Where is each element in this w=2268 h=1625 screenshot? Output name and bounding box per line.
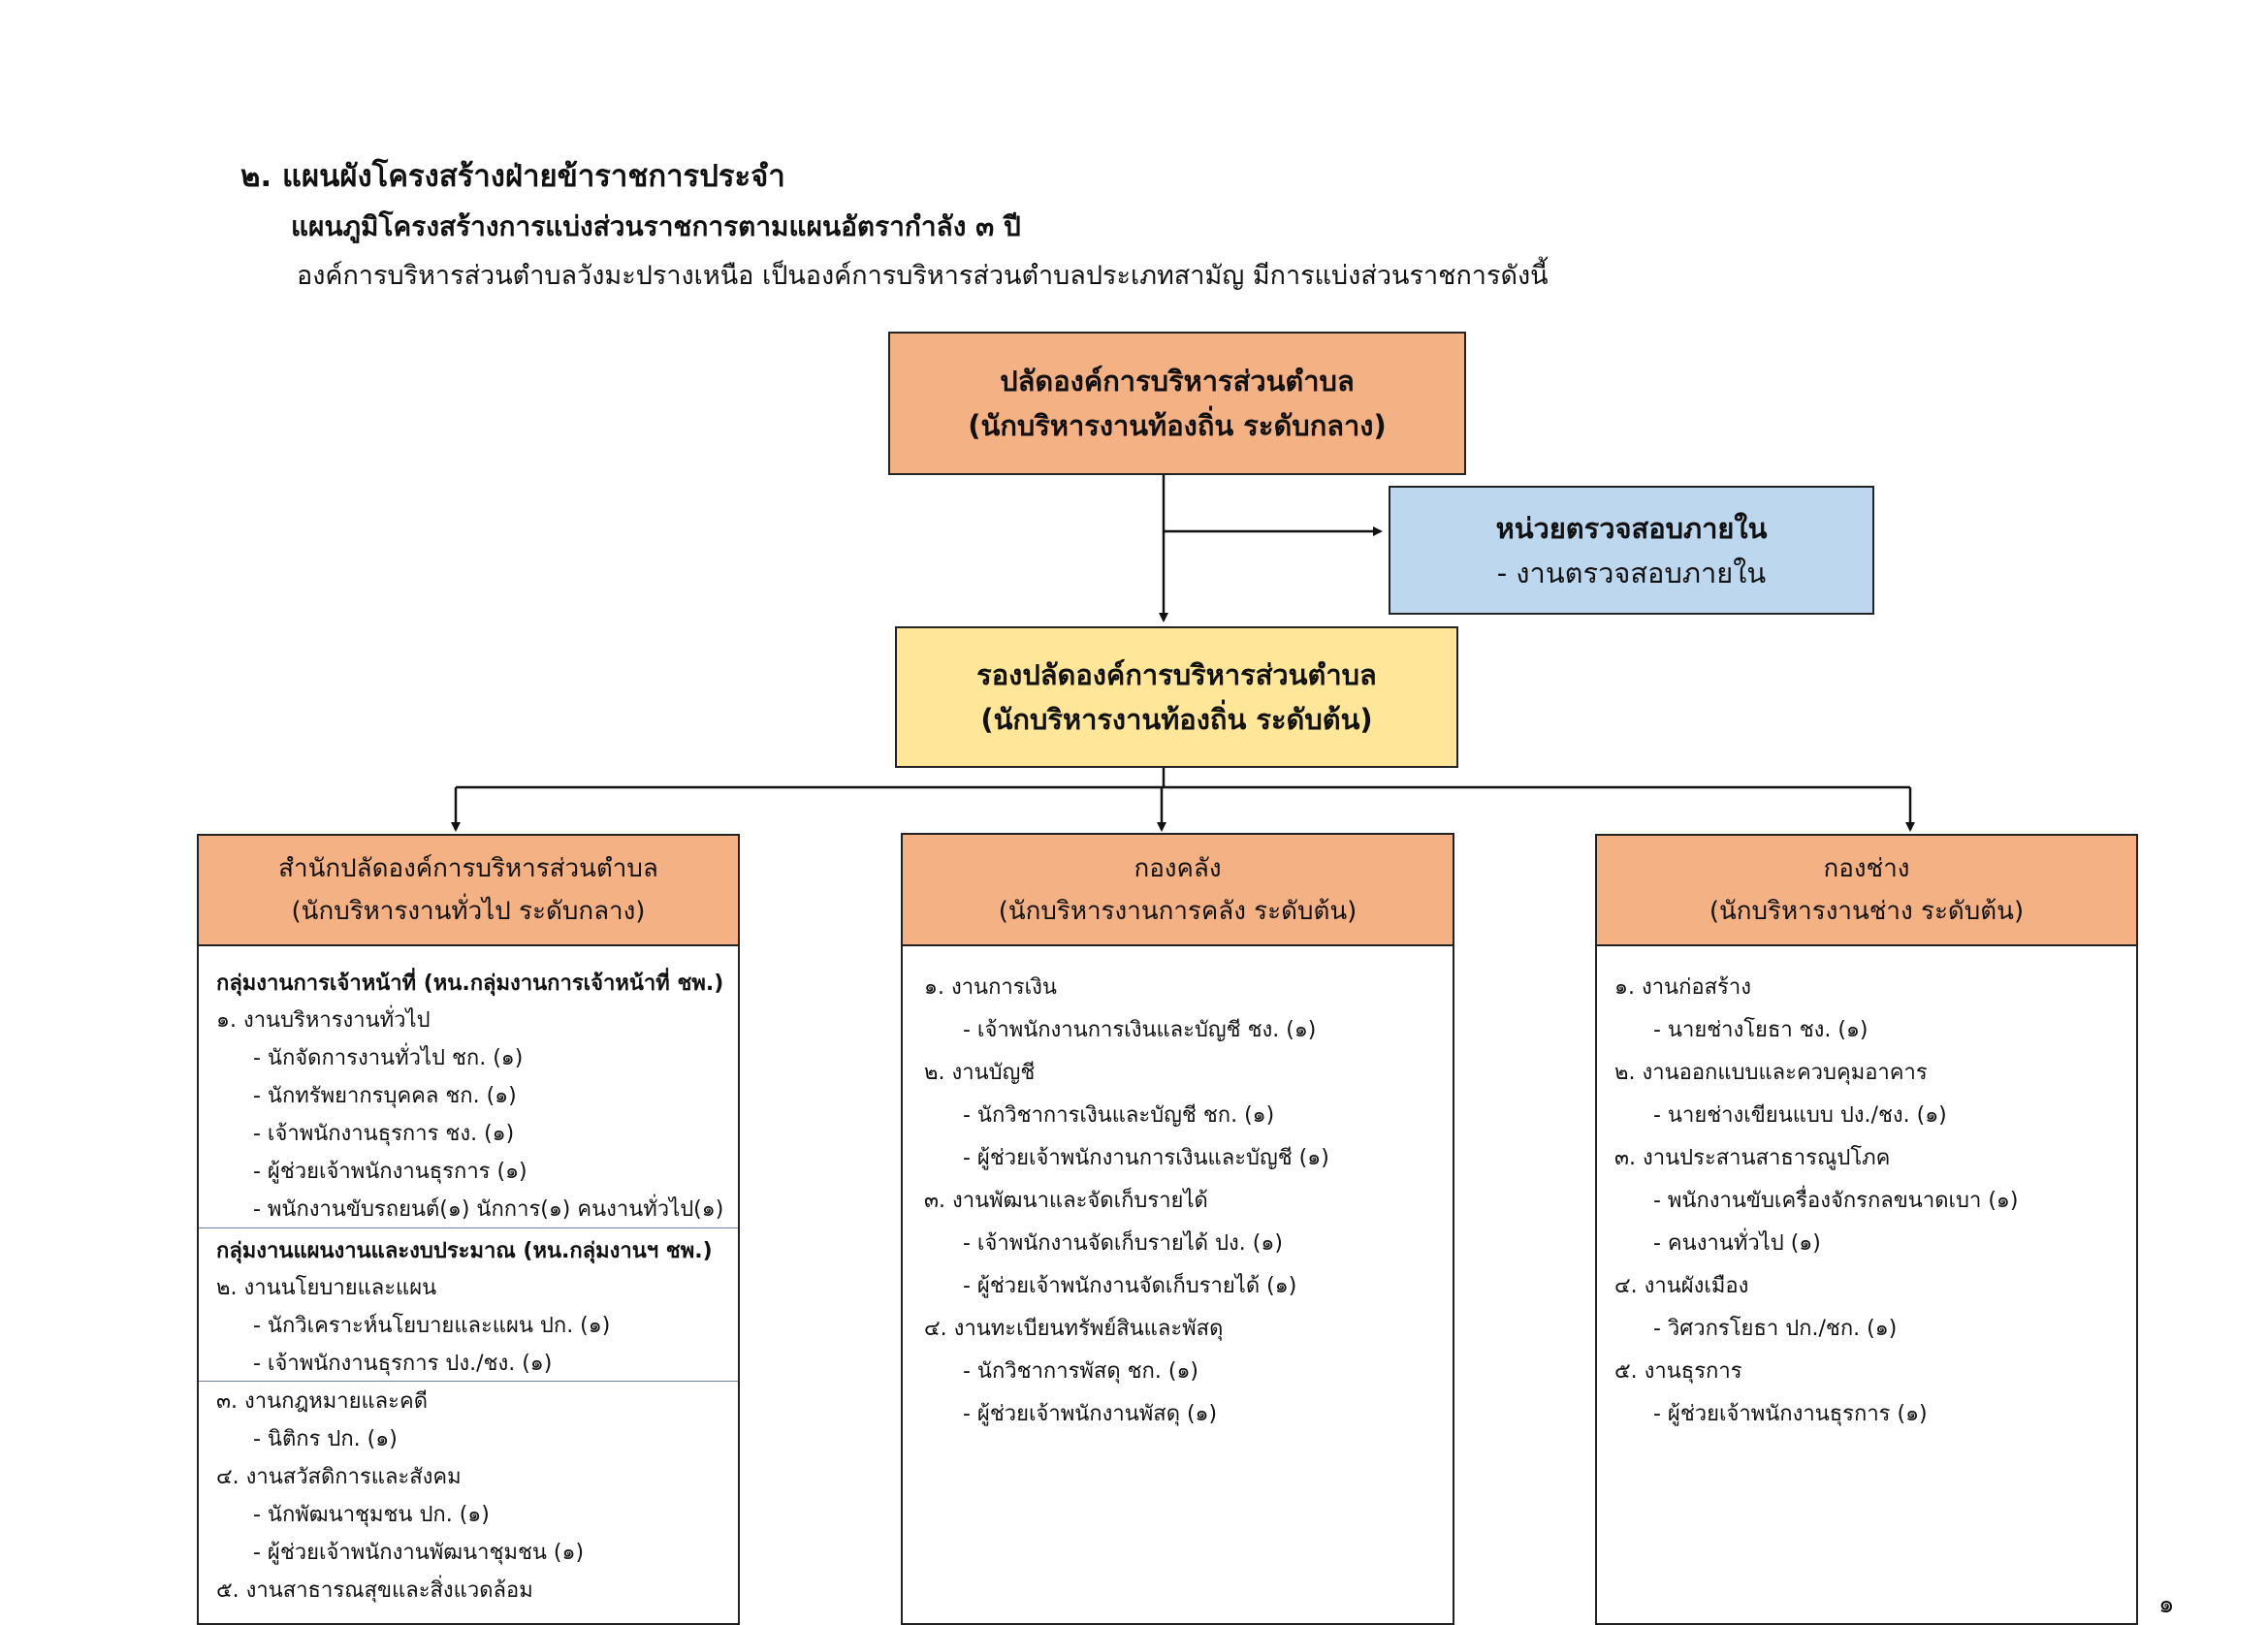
list-item: - ผู้ช่วยเจ้าพนักงานจัดเก็บรายได้ (๑) (963, 1274, 1297, 1298)
office-list: กลุ่มงานการเจ้าหน้าที่ (หน.กลุ่มงานการเจ… (197, 946, 740, 1625)
list-item: ๒. งานบัญชี (924, 1061, 1036, 1085)
list-item: ๓. งานประสานสาธารณูปโภค (1614, 1146, 1891, 1170)
office-title: สำนักปลัดองค์การบริหารส่วนตำบล (278, 854, 658, 883)
works-title: กองช่าง (1823, 854, 1910, 883)
works-level: (นักบริหารงานช่าง ระดับต้น) (1709, 897, 2025, 926)
list-item: - พนักงานขับเครื่องจักรกลขนาดเบา (๑) (1653, 1189, 2019, 1213)
list-item: - เจ้าพนักงานธุรการ ปง./ชง. (๑) (253, 1352, 553, 1376)
list-item: - ผู้ช่วยเจ้าพนักงานการเงินและบัญชี (๑) (963, 1146, 1329, 1170)
list-item: - นักพัฒนาชุมชน ปก. (๑) (253, 1503, 490, 1527)
list-item: - ผู้ช่วยเจ้าพนักงานธุรการ (๑) (253, 1160, 527, 1184)
finance-list: ๑. งานการเงิน - เจ้าพนักงานการเงินและบัญ… (901, 946, 1454, 1625)
list-item: ๒. งานออกแบบและควบคุมอาคาร (1614, 1061, 1928, 1085)
list-item: - นักวิชาการเงินและบัญชี ชก. (๑) (963, 1103, 1275, 1128)
list-item: ๓. งานพัฒนาและจัดเก็บรายได้ (924, 1189, 1208, 1213)
deputy-title: รองปลัดองค์การบริหารส่วนตำบล (976, 658, 1377, 691)
group-divider (199, 1381, 738, 1382)
group-divider (199, 1227, 738, 1228)
list-item: - พนักงานขับรถยนต์(๑) นักการ(๑) คนงานทั่… (253, 1197, 724, 1222)
finance-level: (นักบริหารงานการคลัง ระดับต้น) (998, 896, 1358, 926)
page-number: ๑ (2158, 1590, 2175, 1619)
list-item: - เจ้าพนักงานธุรการ ชง. (๑) (253, 1122, 515, 1146)
list-item: - นักทรัพยากรบุคคล ชก. (๑) (253, 1084, 517, 1108)
list-item: - นักวิเคราะห์นโยบายและแผน ปก. (๑) (253, 1314, 611, 1338)
works-list: ๑. งานก่อสร้าง - นายช่างโยธา ชง. (๑) ๒. … (1595, 946, 2138, 1625)
finance-title: กองคลัง (1134, 853, 1222, 883)
chief-title: ปลัดองค์การบริหารส่วนตำบล (1000, 365, 1355, 398)
page-title: ๒. แผนผังโครงสร้างฝ่ายข้าราชการประจำ (240, 159, 785, 194)
intro-text: องค์การบริหารส่วนตำบลวังมะปรางเหนือ เป็น… (297, 261, 1549, 291)
list-item: ๒. งานนโยบายและแผน (216, 1276, 437, 1300)
list-item: กลุ่มงานแผนงานและงบประมาณ (หน.กลุ่มงานฯ … (216, 1239, 713, 1263)
list-item: - เจ้าพนักงานการเงินและบัญชี ชง. (๑) (963, 1018, 1317, 1042)
office-level: (นักบริหารงานทั่วไป ระดับกลาง) (291, 897, 646, 926)
audit-task: - งานตรวจสอบภายใน (1496, 556, 1767, 589)
list-item: ๔. งานผังเมือง (1614, 1274, 1749, 1298)
list-item: - นายช่างเขียนแบบ ปง./ชง. (๑) (1653, 1103, 1947, 1128)
list-item: - นายช่างโยธา ชง. (๑) (1653, 1018, 1869, 1042)
list-item: - นิติกร ปก. (๑) (253, 1427, 398, 1451)
list-item: ๑. งานการเงิน (924, 975, 1057, 1000)
list-item: กลุ่มงานการเจ้าหน้าที่ (หน.กลุ่มงานการเจ… (216, 972, 724, 996)
deputy-level: (นักบริหารงานท้องถิ่น ระดับต้น) (980, 703, 1373, 736)
list-item: ๑. งานก่อสร้าง (1614, 975, 1751, 1000)
chart-subtitle: แผนภูมิโครงสร้างการแบ่งส่วนราชการตามแผนอ… (291, 210, 1021, 242)
list-item: - นักวิชาการพัสดุ ชก. (๑) (963, 1359, 1198, 1384)
audit-box: หน่วยตรวจสอบภายใน - งานตรวจสอบภายใน (1389, 486, 1874, 615)
audit-title: หน่วยตรวจสอบภายใน (1495, 511, 1768, 545)
list-item: - ผู้ช่วยเจ้าพนักงานพัฒนาชุมชน (๑) (253, 1541, 585, 1565)
list-item: - เจ้าพนักงานจัดเก็บรายได้ ปง. (๑) (963, 1231, 1283, 1256)
list-item: ๔. งานสวัสดิการและสังคม (216, 1465, 462, 1489)
list-item: - ผู้ช่วยเจ้าพนักงานพัสดุ (๑) (963, 1402, 1218, 1426)
finance-box: กองคลัง (นักบริหารงานการคลัง ระดับต้น) (901, 833, 1454, 946)
office-box: สำนักปลัดองค์การบริหารส่วนตำบล (นักบริหา… (197, 834, 740, 946)
list-item: - นักจัดการงานทั่วไป ชก. (๑) (253, 1046, 524, 1070)
list-item: ๑. งานบริหารงานทั่วไป (216, 1008, 431, 1033)
list-item: - คนงานทั่วไป (๑) (1653, 1231, 1821, 1256)
list-item: ๕. งานสาธารณสุขและสิ่งแวดล้อม (216, 1578, 533, 1603)
list-item: - ผู้ช่วยเจ้าพนักงานธุรการ (๑) (1653, 1402, 1928, 1426)
list-item: ๓. งานกฎหมายและคดี (216, 1389, 428, 1414)
chief-box: ปลัดองค์การบริหารส่วนตำบล (นักบริหารงานท… (888, 332, 1466, 475)
works-box: กองช่าง (นักบริหารงานช่าง ระดับต้น) (1595, 834, 2138, 946)
list-item: ๔. งานทะเบียนทรัพย์สินและพัสดุ (924, 1317, 1224, 1341)
chief-level: (นักบริหารงานท้องถิ่น ระดับกลาง) (968, 409, 1387, 442)
list-item: ๕. งานธุรการ (1614, 1359, 1742, 1384)
deputy-box: รองปลัดองค์การบริหารส่วนตำบล (นักบริหารง… (895, 626, 1458, 768)
list-item: - วิศวกรโยธา ปก./ชก. (๑) (1653, 1317, 1898, 1341)
